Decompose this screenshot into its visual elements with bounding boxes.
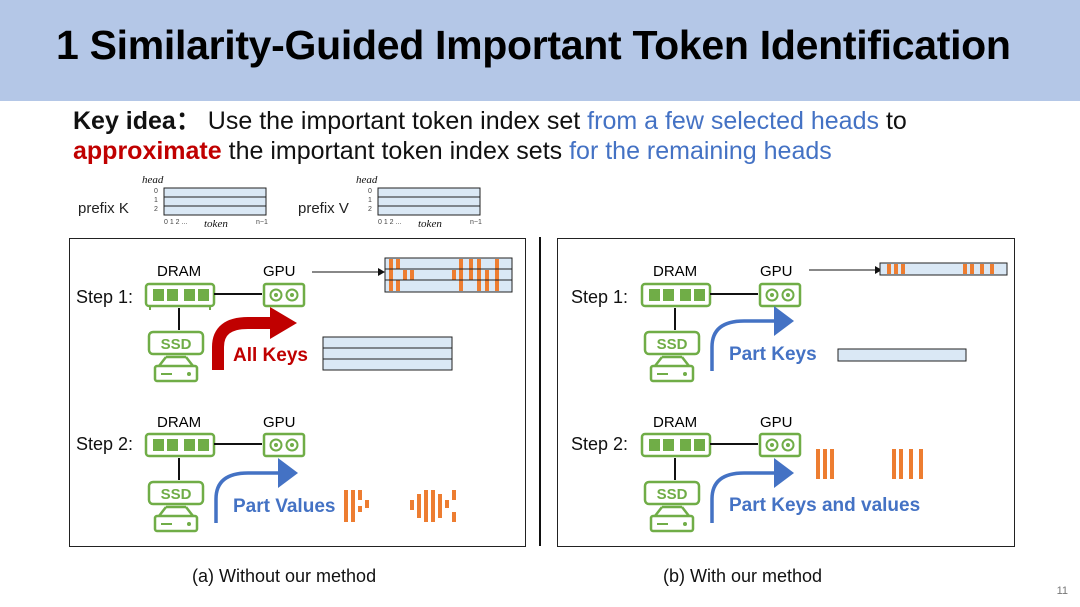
dram-icon <box>144 282 216 310</box>
key-idea-line-1: Key idea： Use the important token index … <box>73 106 907 136</box>
prefix-k-label: prefix K <box>78 200 129 217</box>
b-step2-hardware <box>640 432 802 458</box>
b-part-kv-tokens <box>816 449 923 479</box>
prefix-v-head-tick-1: 1 <box>368 197 372 204</box>
b-step1-dram-label: DRAM <box>653 263 698 280</box>
ssd-icon: SSD <box>147 330 205 383</box>
prefix-v-token-end: n−1 <box>470 219 482 226</box>
key-idea-label: Key idea： <box>73 107 201 135</box>
a-part-values-tokens <box>344 490 456 522</box>
b-step2-label: Step 2: <box>571 434 629 454</box>
prefix-k-token-ticks: 0 1 2 ... <box>164 219 188 226</box>
svg-text:SSD: SSD <box>657 486 688 503</box>
b-step2-dram-label: DRAM <box>653 414 698 431</box>
slide-title: 1 Similarity-Guided Important Token Iden… <box>56 22 1011 68</box>
a-step2-arrow <box>214 458 298 523</box>
caption-without-method: (a) Without our method <box>192 566 377 586</box>
prefix-v-head-tick-0: 0 <box>368 188 372 195</box>
dram-icon <box>640 282 712 308</box>
gpu-icon <box>262 432 306 458</box>
svg-text:SSD: SSD <box>161 336 192 353</box>
prefix-v-head-label: head <box>356 174 378 186</box>
gpu-icon <box>758 432 802 458</box>
a-step1-dram-ssd-link <box>178 308 180 330</box>
b-step1-output-arrow <box>809 266 882 274</box>
prefix-v-token-ticks: 0 1 2 ... <box>378 219 402 226</box>
svg-text:SSD: SSD <box>161 486 192 503</box>
a-step2-dram-ssd-link <box>178 458 180 480</box>
a-step1-label: Step 1: <box>76 287 134 307</box>
dram-icon <box>640 432 712 458</box>
title-banner: 1 Similarity-Guided Important Token Iden… <box>0 0 1080 101</box>
b-part-keys-matrix <box>837 348 967 362</box>
b-step2-dram-ssd-link <box>674 458 676 480</box>
a-step1-hardware <box>144 282 306 312</box>
a-step2-dram-label: DRAM <box>157 414 202 431</box>
b-step1-hardware <box>640 282 802 308</box>
prefix-v-token-label: token <box>418 218 442 230</box>
key-idea-end-1: to <box>879 107 907 135</box>
a-step1-gpu-label: GPU <box>263 263 296 280</box>
b-step2-arrow-text: Part Keys and values <box>729 495 921 516</box>
gpu-icon <box>262 282 306 308</box>
caption-with-method: (b) With our method <box>663 566 823 586</box>
prefix-k-head-tick-0: 0 <box>154 188 158 195</box>
prefix-k-matrix <box>163 187 267 216</box>
a-step2-gpu-label: GPU <box>263 414 296 431</box>
b-step2-arrow <box>710 458 794 523</box>
prefix-k-token-label: token <box>204 218 228 230</box>
a-step2-label: Step 2: <box>76 434 134 454</box>
a-all-keys-matrix <box>322 336 453 371</box>
ssd-icon: SSD <box>643 330 701 383</box>
b-step1-dram-ssd-link <box>674 308 676 330</box>
gpu-icon <box>758 282 802 308</box>
key-idea: Key idea： Use the important token index … <box>73 106 907 166</box>
b-step1-important-tokens <box>879 262 1008 276</box>
ssd-icon: SSD <box>147 480 205 533</box>
a-step1-arrow-text: All Keys <box>233 345 308 366</box>
prefix-k-token-end: n−1 <box>256 219 268 226</box>
b-step1-arrow-text: Part Keys <box>729 344 817 365</box>
a-step2-arrow-text: Part Values <box>233 496 336 517</box>
prefix-k-head-label: head <box>142 174 164 186</box>
key-idea-text-1: Use the important token index set <box>200 107 588 135</box>
key-idea-blue-2: for the remaining heads <box>569 137 832 165</box>
key-idea-blue-1: from a few selected heads <box>587 107 879 135</box>
a-step1-important-tokens <box>384 257 513 293</box>
a-step1-arrow <box>212 307 297 370</box>
b-step1-arrow <box>710 306 794 371</box>
prefix-v-head-tick-2: 2 <box>368 206 372 213</box>
a-step2-hardware <box>144 432 306 458</box>
ssd-icon: SSD <box>643 480 701 533</box>
prefix-k-head-tick-2: 2 <box>154 206 158 213</box>
prefix-v-label: prefix V <box>298 200 349 217</box>
b-step1-label: Step 1: <box>571 287 629 307</box>
key-idea-red: approximate <box>73 137 222 165</box>
panel-divider <box>539 237 541 546</box>
svg-text:SSD: SSD <box>657 336 688 353</box>
b-step1-gpu-label: GPU <box>760 263 793 280</box>
a-step1-output-arrow <box>312 268 385 276</box>
b-step2-gpu-label: GPU <box>760 414 793 431</box>
key-idea-text-2: the important token index sets <box>221 137 570 165</box>
dram-icon <box>144 432 216 458</box>
page-number: 11 <box>1056 585 1068 597</box>
key-idea-line-2: approximate the important token index se… <box>73 136 907 166</box>
a-step1-dram-label: DRAM <box>157 263 202 280</box>
prefix-v-matrix <box>377 187 481 216</box>
prefix-k-head-tick-1: 1 <box>154 197 158 204</box>
